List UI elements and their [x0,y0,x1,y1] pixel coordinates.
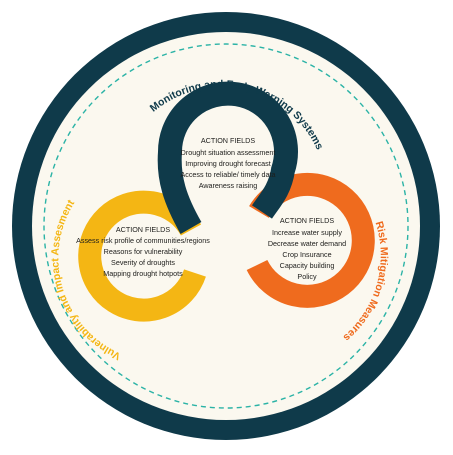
vulnerability-item: Mapping drought hotpots [103,269,183,278]
monitoring-item: Improving drought forecast [185,159,271,168]
mitigation-item: Increase water supply [272,228,342,237]
monitoring-item: Drought situation assessment [181,148,276,157]
monitoring-item: Awareness raising [199,181,258,190]
vulnerability-arc [78,190,206,322]
vulnerability-fields-heading: ACTION FIELDS [116,225,171,234]
mitigation-arc [246,172,375,308]
vulnerability-action-fields: ACTION FIELDS Assess risk profile of com… [76,225,210,278]
mitigation-item: Capacity building [280,261,335,270]
mitigation-fields-heading: ACTION FIELDS [280,216,335,225]
mitigation-item: Decrease water demand [268,239,346,248]
monitoring-fields-heading: ACTION FIELDS [201,136,256,145]
mitigation-item: Crop Insurance [282,250,331,259]
vulnerability-item: Assess risk profile of communities/regio… [76,236,210,245]
monitoring-item: Access to reliable/ timely data [180,170,275,179]
monitoring-action-fields: ACTION FIELDS Drought situation assessme… [180,136,275,190]
dashed-guide-ring [43,43,409,409]
vulnerability-item: Severity of droughts [111,258,175,267]
vulnerability-item: Reasons for vulnerability [104,247,183,256]
monitoring-loop [157,81,298,234]
inner-background [32,32,420,420]
mitigation-item: Policy [297,272,317,281]
mitigation-action-fields: ACTION FIELDS Increase water supply Decr… [268,216,346,281]
